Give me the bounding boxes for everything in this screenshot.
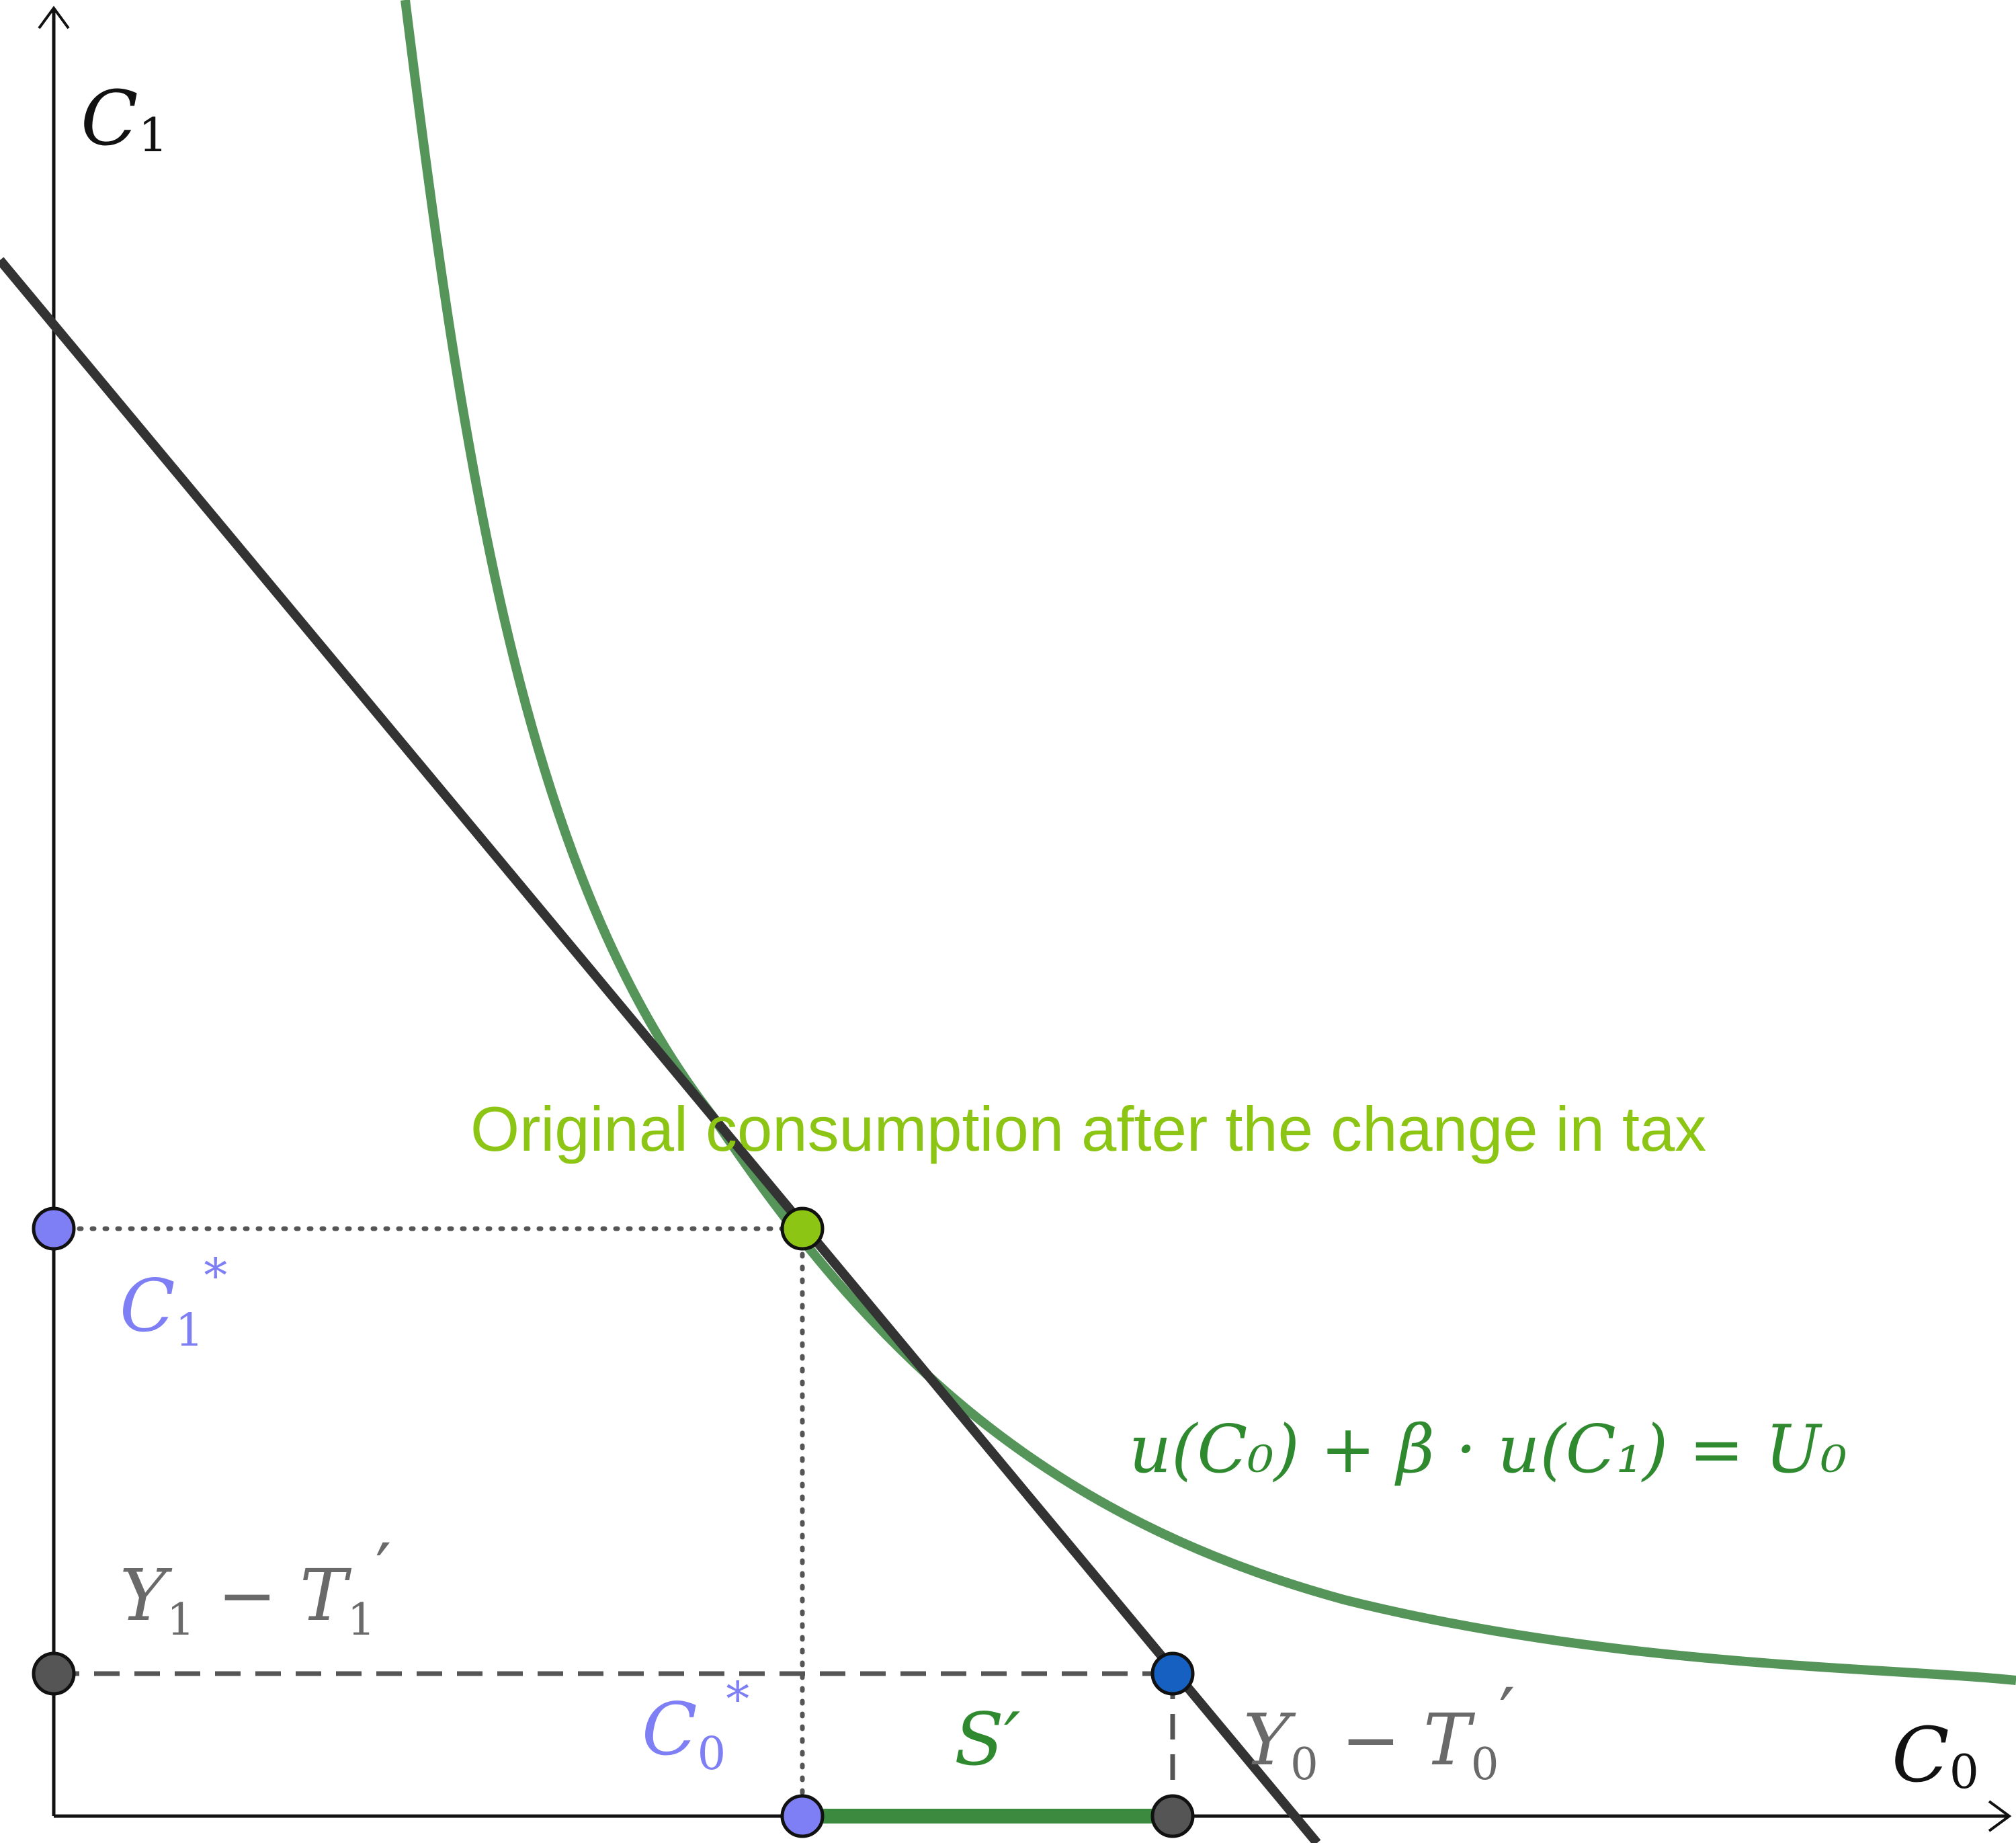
- x-axis-label: C0: [1892, 1712, 1979, 1799]
- curve-equation-label: u(C₀) + β · u(C₁) = U₀: [1129, 1411, 1847, 1488]
- annotation-label: Original consumption after the change in…: [470, 1094, 1706, 1164]
- indifference-curve: [401, 0, 2016, 1685]
- y0-minus-t0-label: Y0 − T0′: [1243, 1673, 1515, 1790]
- c0-star-point: [780, 1794, 825, 1838]
- y-axis-label: C1: [81, 75, 168, 163]
- y1-minus-t1-label: Y1 − T1′: [120, 1528, 392, 1645]
- y-axis-arrowhead-icon: [38, 5, 70, 30]
- endowment-point: [1150, 1651, 1195, 1696]
- c0-star-label: C0*: [642, 1672, 749, 1780]
- budget-line: [0, 257, 1321, 1843]
- optimum-point: [780, 1206, 825, 1251]
- c1-star-point: [32, 1206, 76, 1251]
- y0-point: [1150, 1794, 1195, 1838]
- y1-point: [32, 1651, 76, 1696]
- c1-star-label: C1*: [120, 1248, 227, 1356]
- x-axis-arrowhead-icon: [1988, 1800, 2012, 1832]
- savings-label: S′: [954, 1698, 1021, 1782]
